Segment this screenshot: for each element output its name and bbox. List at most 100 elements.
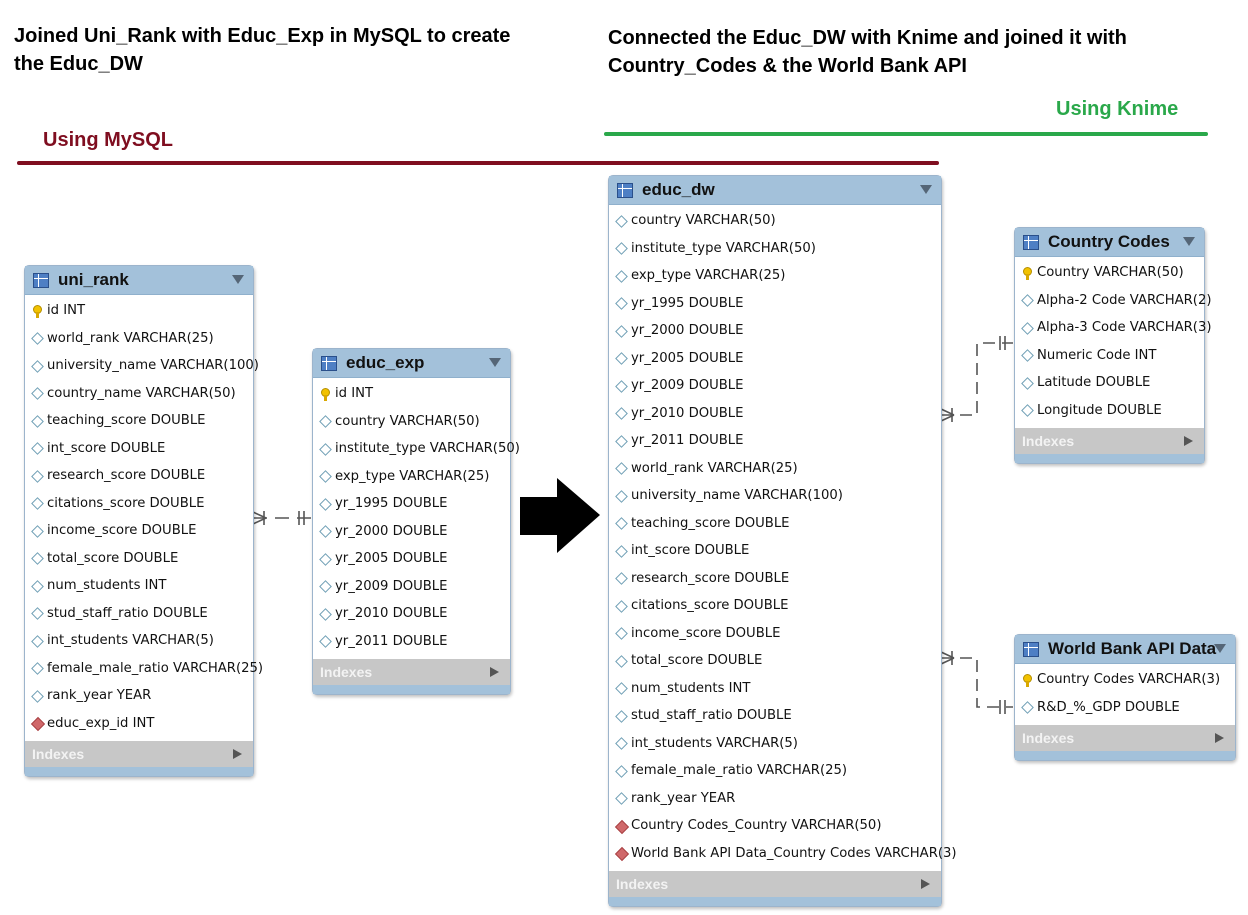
column-row[interactable]: Latitude DOUBLE	[1015, 369, 1204, 397]
column-row[interactable]: int_students VARCHAR(5)	[25, 627, 253, 655]
indexes-section[interactable]: Indexes	[1015, 428, 1204, 454]
column-row[interactable]: university_name VARCHAR(100)	[25, 352, 259, 380]
column-row[interactable]: citations_score DOUBLE	[25, 490, 253, 518]
column-row[interactable]: country VARCHAR(50)	[609, 207, 941, 235]
column-row[interactable]: female_male_ratio VARCHAR(25)	[25, 655, 263, 683]
column-row[interactable]: yr_2000 DOUBLE	[313, 518, 510, 546]
column-row[interactable]: yr_2000 DOUBLE	[609, 317, 941, 345]
expand-arrow-icon[interactable]	[490, 667, 499, 677]
indexes-section[interactable]: Indexes	[25, 741, 253, 767]
column-row[interactable]: yr_2011 DOUBLE	[609, 427, 941, 455]
column-row[interactable]: Numeric Code INT	[1015, 342, 1204, 370]
column-row[interactable]: stud_staff_ratio DOUBLE	[25, 600, 253, 628]
column-row[interactable]: rank_year YEAR	[25, 682, 253, 710]
column-row[interactable]: yr_2010 DOUBLE	[609, 400, 941, 428]
column-row[interactable]: total_score DOUBLE	[25, 545, 253, 573]
column-row[interactable]: yr_2009 DOUBLE	[313, 573, 510, 601]
indexes-section[interactable]: Indexes	[609, 871, 941, 897]
column-row[interactable]: Country Codes VARCHAR(3)	[1015, 666, 1235, 694]
table-header[interactable]: educ_exp	[313, 349, 510, 378]
table-header[interactable]: Country Codes	[1015, 228, 1204, 257]
column-row[interactable]: educ_exp_id INT	[25, 710, 253, 738]
column-row[interactable]: citations_score DOUBLE	[609, 592, 941, 620]
column-label: yr_2011 DOUBLE	[335, 633, 448, 649]
column-row[interactable]: research_score DOUBLE	[609, 565, 941, 593]
column-row[interactable]: institute_type VARCHAR(50)	[313, 435, 520, 463]
column-label: yr_2010 DOUBLE	[631, 405, 744, 421]
column-row[interactable]: yr_1995 DOUBLE	[609, 290, 941, 318]
column-label: total_score DOUBLE	[631, 653, 763, 669]
column-row[interactable]: institute_type VARCHAR(50)	[609, 235, 941, 263]
table-title: uni_rank	[58, 270, 129, 289]
column-row[interactable]: exp_type VARCHAR(25)	[313, 463, 510, 491]
column-row[interactable]: int_score DOUBLE	[609, 537, 941, 565]
column-label: stud_staff_ratio DOUBLE	[47, 605, 208, 621]
collapse-arrow-icon[interactable]	[1183, 237, 1195, 246]
column-row[interactable]: Alpha-2 Code VARCHAR(2)	[1015, 287, 1211, 315]
collapse-arrow-icon[interactable]	[1214, 644, 1226, 653]
indexes-label: Indexes	[320, 664, 373, 680]
column-label: num_students INT	[47, 578, 167, 594]
indexes-section[interactable]: Indexes	[313, 659, 510, 685]
collapse-arrow-icon[interactable]	[232, 275, 244, 284]
column-row[interactable]: total_score DOUBLE	[609, 647, 941, 675]
column-row[interactable]: university_name VARCHAR(100)	[609, 482, 941, 510]
column-row[interactable]: id INT	[313, 380, 510, 408]
column-row[interactable]: yr_2011 DOUBLE	[313, 628, 510, 656]
column-row[interactable]: income_score DOUBLE	[609, 620, 941, 648]
column-row[interactable]: yr_2005 DOUBLE	[609, 345, 941, 373]
column-row[interactable]: Alpha-3 Code VARCHAR(3)	[1015, 314, 1211, 342]
indexes-label: Indexes	[616, 876, 669, 892]
column-row[interactable]: num_students INT	[609, 675, 941, 703]
column-row[interactable]: Country VARCHAR(50)	[1015, 259, 1204, 287]
column-row[interactable]: yr_2009 DOUBLE	[609, 372, 941, 400]
column-row[interactable]: country_name VARCHAR(50)	[25, 380, 253, 408]
expand-arrow-icon[interactable]	[1215, 733, 1224, 743]
column-diamond-icon	[319, 635, 331, 647]
column-row[interactable]: num_students INT	[25, 572, 253, 600]
column-row[interactable]: research_score DOUBLE	[25, 462, 253, 490]
column-row[interactable]: teaching_score DOUBLE	[25, 407, 253, 435]
column-label: citations_score DOUBLE	[47, 495, 205, 511]
table-header[interactable]: World Bank API Data	[1015, 635, 1235, 664]
indexes-section[interactable]: Indexes	[1015, 725, 1235, 751]
table-header[interactable]: uni_rank	[25, 266, 253, 295]
column-row[interactable]: Longitude DOUBLE	[1015, 397, 1204, 425]
collapse-arrow-icon[interactable]	[920, 185, 932, 194]
column-row[interactable]: R&D_%_GDP DOUBLE	[1015, 694, 1235, 722]
expand-arrow-icon[interactable]	[921, 879, 930, 889]
column-row[interactable]: int_score DOUBLE	[25, 435, 253, 463]
column-label: Alpha-2 Code VARCHAR(2)	[1037, 292, 1212, 308]
flow-arrow	[520, 478, 600, 553]
column-diamond-icon	[31, 580, 43, 592]
column-row[interactable]: world_rank VARCHAR(25)	[25, 325, 253, 353]
collapse-arrow-icon[interactable]	[489, 358, 501, 367]
table-header[interactable]: educ_dw	[609, 176, 941, 205]
expand-arrow-icon[interactable]	[233, 749, 242, 759]
column-row[interactable]: world_rank VARCHAR(25)	[609, 455, 941, 483]
column-row[interactable]: yr_2005 DOUBLE	[313, 545, 510, 573]
column-row[interactable]: yr_1995 DOUBLE	[313, 490, 510, 518]
column-row[interactable]: stud_staff_ratio DOUBLE	[609, 702, 941, 730]
table-icon	[33, 272, 49, 288]
foreign-key-icon	[615, 847, 627, 859]
column-label: Latitude DOUBLE	[1037, 375, 1151, 391]
column-row[interactable]: teaching_score DOUBLE	[609, 510, 941, 538]
column-row[interactable]: exp_type VARCHAR(25)	[609, 262, 941, 290]
column-row[interactable]: country VARCHAR(50)	[313, 408, 510, 436]
column-row[interactable]: World Bank API Data_Country Codes VARCHA…	[609, 840, 957, 868]
column-label: yr_2010 DOUBLE	[335, 606, 448, 622]
column-row[interactable]: Country Codes_Country VARCHAR(50)	[609, 812, 941, 840]
column-row[interactable]: id INT	[25, 297, 253, 325]
column-row[interactable]: yr_2010 DOUBLE	[313, 600, 510, 628]
column-row[interactable]: income_score DOUBLE	[25, 517, 253, 545]
expand-arrow-icon[interactable]	[1184, 436, 1193, 446]
column-row[interactable]: int_students VARCHAR(5)	[609, 730, 941, 758]
column-row[interactable]: female_male_ratio VARCHAR(25)	[609, 757, 941, 785]
column-row[interactable]: rank_year YEAR	[609, 785, 941, 813]
